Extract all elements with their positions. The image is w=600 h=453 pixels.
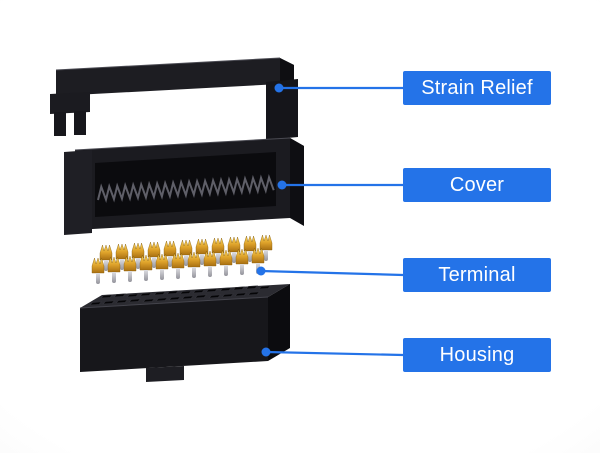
leader-housing [261,347,404,357]
label-strain-relief: Strain Relief [403,71,551,105]
label-terminal-text: Terminal [438,263,516,286]
leader-strain-relief [274,83,403,93]
leader-dot [274,83,284,93]
leader-terminal [256,266,404,277]
leader-dot [277,180,287,190]
strain-relief-graphic [50,57,298,140]
cover-teeth [97,174,275,203]
leader-cover [277,180,403,190]
label-cover-text: Cover [449,173,505,196]
label-terminal: Terminal [403,258,551,292]
leader-dot [256,266,266,276]
label-strain-relief-text: Strain Relief [421,76,533,99]
cover-graphic [64,137,304,235]
label-housing-text: Housing [439,343,515,366]
terminal-graphic [91,234,273,285]
label-housing: Housing [403,338,551,372]
leader-dot [261,347,271,357]
housing-graphic [79,284,290,382]
label-cover: Cover [403,168,551,202]
